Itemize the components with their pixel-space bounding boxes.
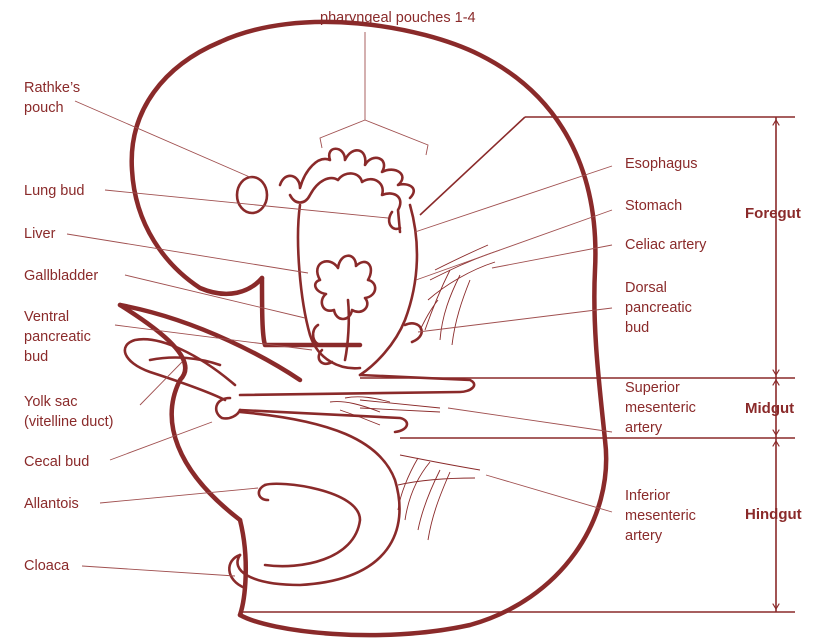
liver-shape [315,256,375,319]
yolk-stalk-upper [120,305,300,380]
label-gallbladder: Gallbladder [24,268,98,284]
label-inferior-mesenteric-2: mesenteric [625,508,696,524]
embryo-head-outline [132,42,262,294]
pharyngeal-bracket [320,32,428,155]
foregut-tube-right [360,205,417,375]
label-ventral-pancreatic-3: bud [24,349,48,365]
label-cloaca: Cloaca [24,558,70,574]
label-yolk-sac-1: Yolk sac [24,394,77,410]
label-inferior-mesenteric-1: Inferior [625,488,670,504]
label-ventral-pancreatic-2: pancreatic [24,329,91,345]
label-superior-mesenteric-1: Superior [625,380,680,396]
label-allantois: Allantois [24,496,79,512]
label-inferior-mesenteric-3: artery [625,528,663,544]
label-esophagus: Esophagus [625,156,698,172]
cecal-bud-shape [216,398,240,418]
rathkes-pouch-shape [237,177,267,213]
label-rathkes-pouch-1: Rathke’s [24,80,80,96]
embryo-outline [220,22,606,635]
inferior-mesenteric-branches [398,455,480,540]
label-dorsal-pancreatic-1: Dorsal [625,280,667,296]
label-superior-mesenteric-3: artery [625,420,663,436]
label-midgut: Midgut [745,400,794,417]
label-lung-bud: Lung bud [24,183,84,199]
tail-outline [240,520,246,615]
label-pharyngeal-pouches: pharyngeal pouches 1-4 [320,10,476,26]
label-dorsal-pancreatic-2: pancreatic [625,300,692,316]
midgut-lower [240,410,407,432]
label-dorsal-pancreatic-3: bud [625,320,649,336]
label-cecal-bud: Cecal bud [24,454,89,470]
label-ventral-pancreatic-1: Ventral [24,309,69,325]
dorsal-pancreas-shape [405,323,422,342]
label-hindgut: Hindgut [745,506,802,523]
label-superior-mesenteric-2: mesenteric [625,400,696,416]
allantois-shape [259,485,268,500]
superior-mesenteric-branches [330,397,440,425]
label-stomach: Stomach [625,198,682,214]
gallbladder-shape [313,325,322,345]
label-celiac-artery: Celiac artery [625,237,707,253]
label-foregut: Foregut [745,205,801,222]
yolk-sac-shape [125,339,235,400]
hindgut-inner [265,484,360,566]
right-leaders [415,166,612,512]
foregut-inner-wall [290,173,400,232]
label-rathkes-pouch-2: pouch [24,100,64,116]
label-liver: Liver [24,226,56,242]
label-yolk-sac-2: (vitelline duct) [24,414,113,430]
liver-duct [345,300,349,360]
